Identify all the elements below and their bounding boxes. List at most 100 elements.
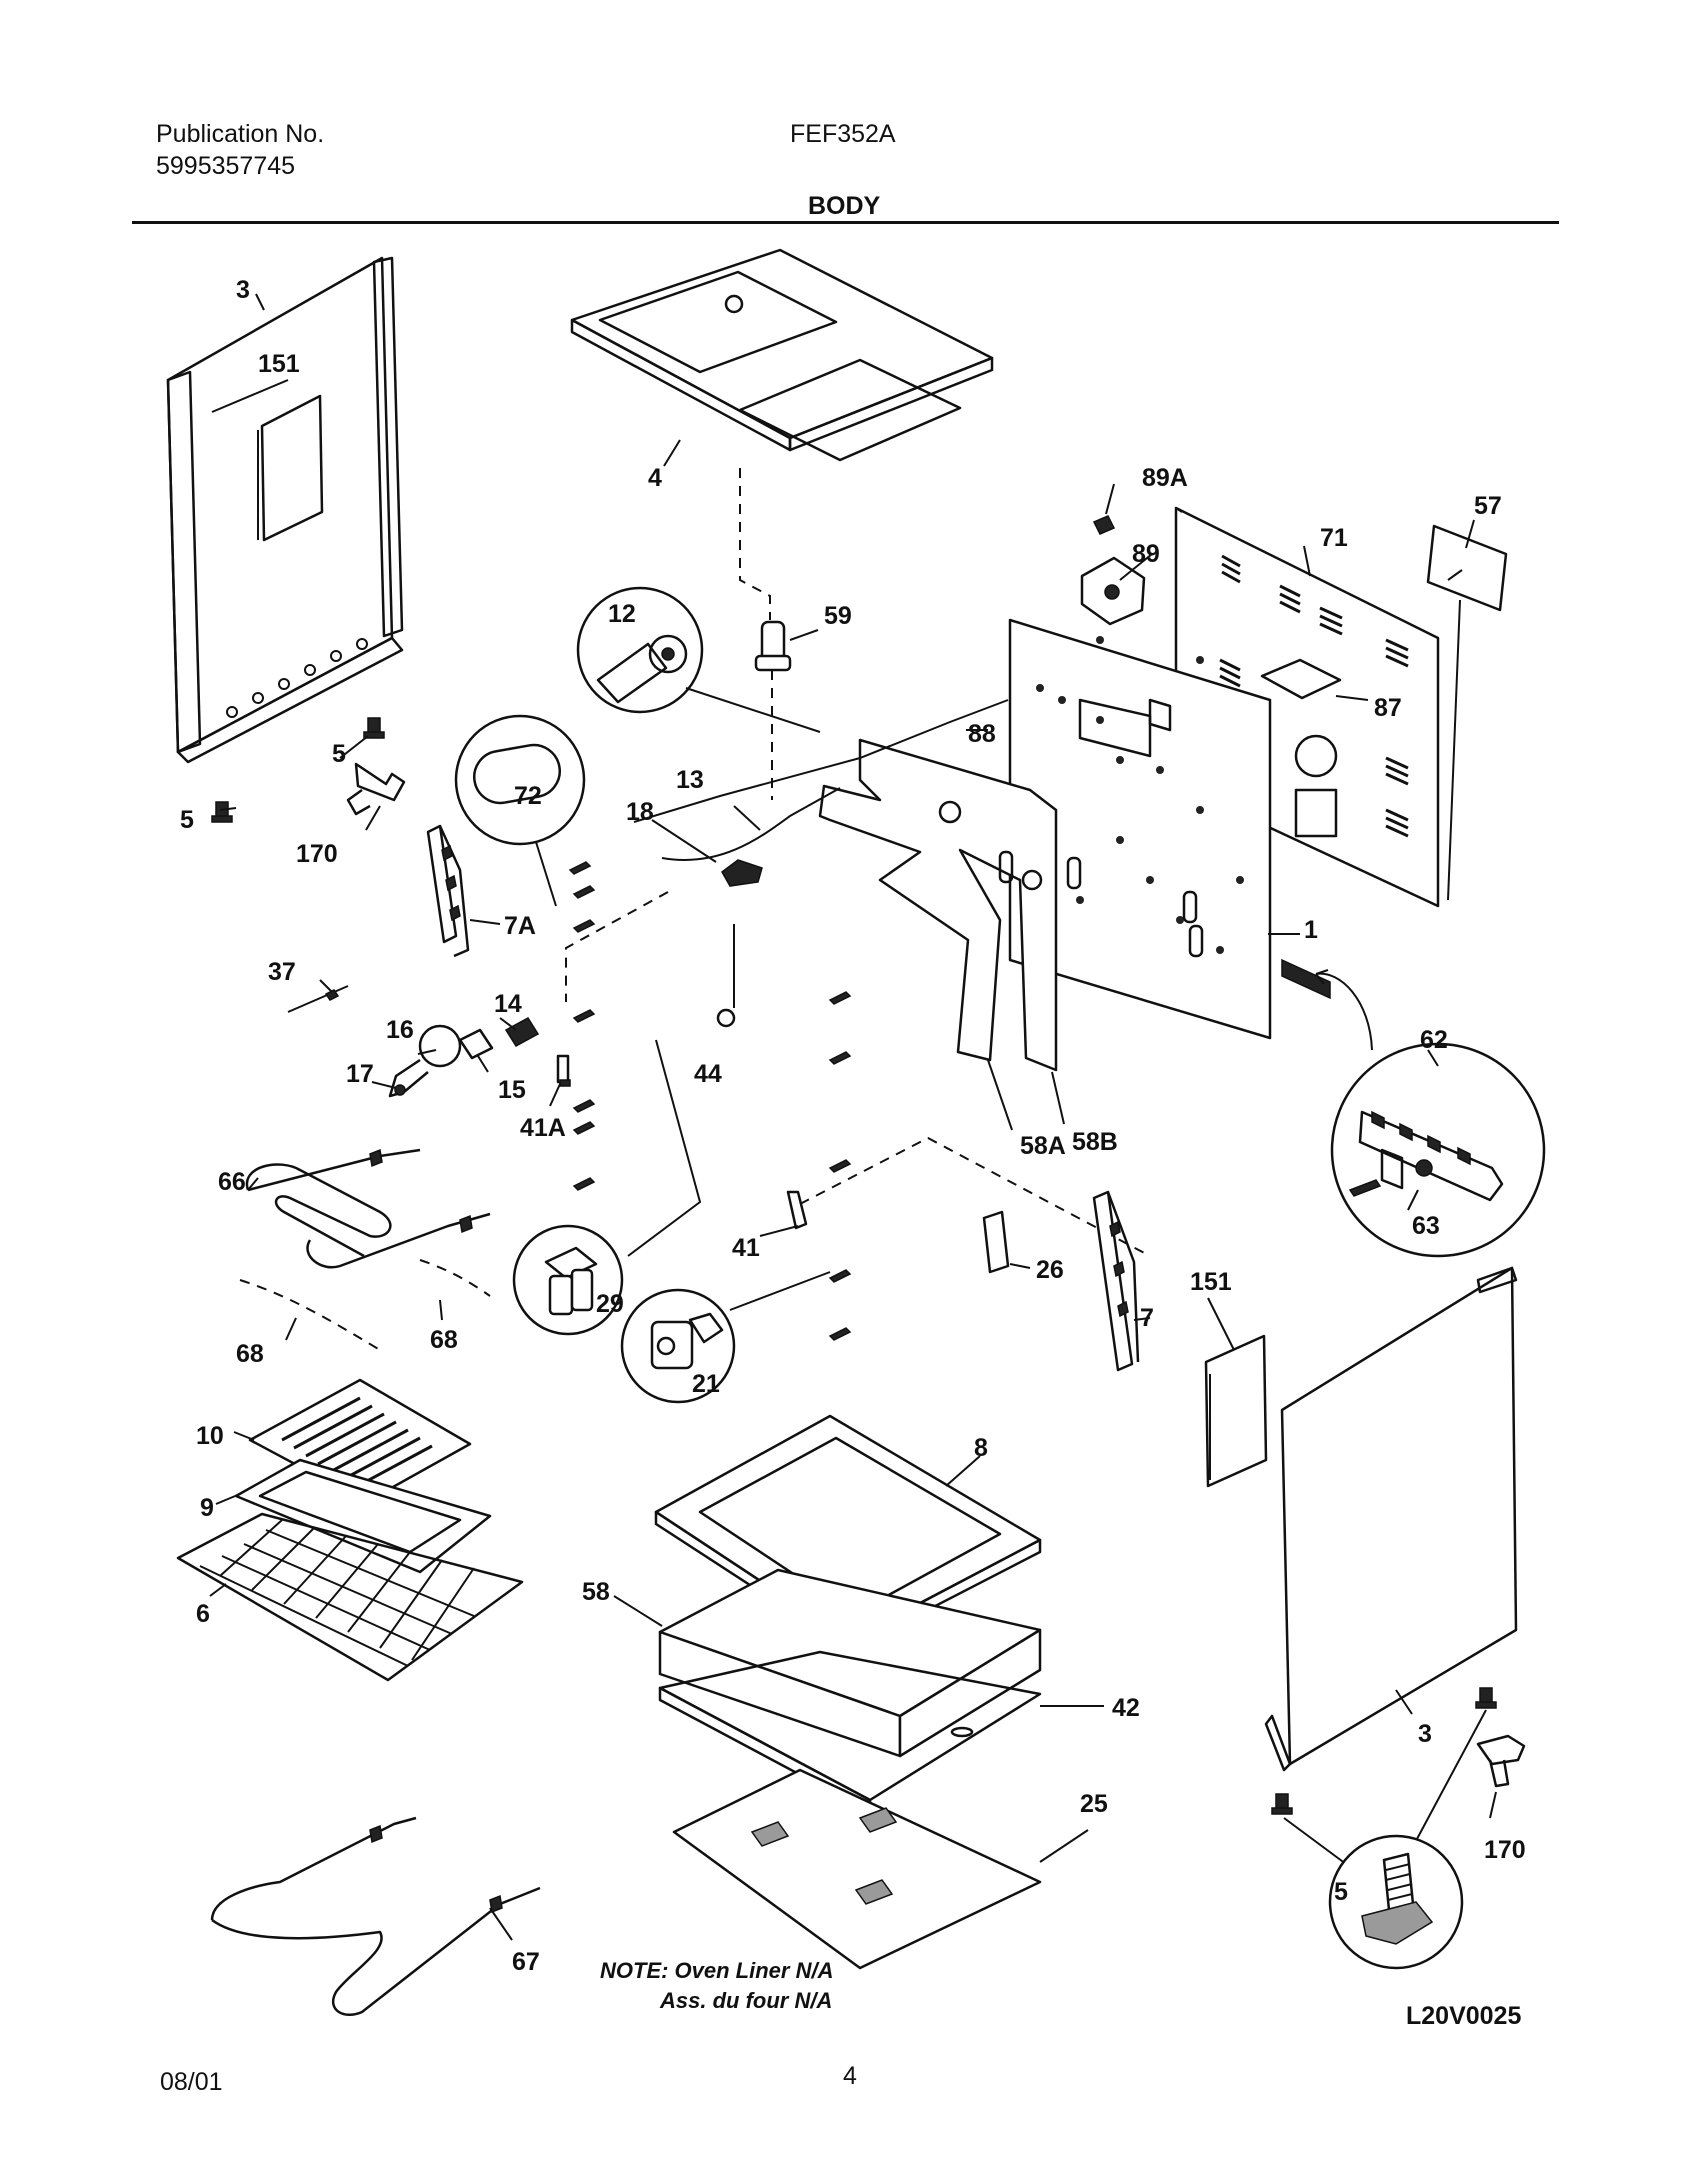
callout-170-right: 170 [1484, 1836, 1526, 1864]
callout-87: 87 [1374, 694, 1402, 722]
callout-10: 10 [196, 1422, 224, 1450]
detail-circle-5 [1328, 1834, 1464, 1970]
leveling-screw-left-a [363, 717, 385, 739]
callout-25: 25 [1080, 1790, 1108, 1818]
anti-tip-bracket-left [346, 762, 406, 816]
callout-68-right: 68 [430, 1326, 458, 1354]
callout-9: 9 [200, 1494, 214, 1522]
callout-14: 14 [494, 990, 522, 1018]
callout-68-left: 68 [236, 1340, 264, 1368]
rating-label-57 [1426, 524, 1508, 901]
broiler-pan-9 [234, 1458, 492, 1574]
callout-58b: 58B [1072, 1128, 1118, 1156]
callout-17: 17 [346, 1060, 374, 1088]
callout-41a: 41A [520, 1114, 566, 1142]
leveling-screw-right-a [1475, 1687, 1497, 1709]
lamp-socket [754, 620, 792, 672]
rack-support-7a [426, 824, 470, 958]
lamp-assembly [388, 1017, 540, 1098]
callout-5-left-a: 5 [332, 740, 346, 768]
leveling-screw-right-b [1271, 1793, 1293, 1815]
terminal-block [1281, 958, 1331, 1000]
callout-7: 7 [1140, 1304, 1154, 1332]
model-number: FEF352A [790, 120, 896, 148]
header-rule [132, 221, 1559, 224]
callout-21: 21 [692, 1370, 720, 1398]
callout-151-right: 151 [1190, 1268, 1232, 1296]
oven-rack-6 [176, 1512, 524, 1682]
callout-12: 12 [608, 600, 636, 628]
callout-88: 88 [968, 720, 996, 748]
publication-label: Publication No. [156, 120, 325, 148]
callout-42: 42 [1112, 1694, 1140, 1722]
callout-63: 63 [1412, 1212, 1440, 1240]
callout-44: 44 [694, 1060, 722, 1088]
grommet-44 [716, 924, 736, 1028]
heat-shield-bracket-left [257, 394, 324, 542]
clip-41a [556, 1054, 571, 1087]
callout-89a: 89A [1142, 464, 1188, 492]
bracket-89 [1080, 556, 1146, 626]
callout-58: 58 [582, 1578, 610, 1606]
callout-57: 57 [1474, 492, 1502, 520]
callout-5-detail: 5 [1334, 1878, 1348, 1906]
callout-1: 1 [1304, 916, 1318, 944]
screw-column-left [568, 861, 852, 1341]
note-line-1: NOTE: Oven Liner N/A [600, 1958, 833, 1983]
footer-page-number: 4 [843, 2062, 857, 2090]
callout-37: 37 [268, 958, 296, 986]
detail-circle-12 [576, 586, 704, 714]
callout-13: 13 [676, 766, 704, 794]
detail-circle-29 [512, 1224, 624, 1336]
callout-72: 72 [514, 782, 542, 810]
top-panel [570, 248, 994, 462]
callout-67: 67 [512, 1948, 540, 1976]
callout-41: 41 [732, 1234, 760, 1262]
leveling-screw-left-b [211, 801, 233, 823]
switch-18 [721, 859, 763, 887]
wire-37 [287, 985, 349, 1013]
section-title: BODY [808, 192, 881, 220]
note-line-2: Ass. du four N/A [659, 1988, 832, 2013]
callout-8: 8 [974, 1434, 988, 1462]
callout-3-left: 3 [236, 276, 250, 304]
callout-5-left-b: 5 [180, 806, 194, 834]
callout-62: 62 [1420, 1026, 1448, 1054]
detail-circle-72 [454, 714, 586, 846]
callout-7a: 7A [504, 912, 536, 940]
callout-89: 89 [1132, 540, 1160, 568]
clip-89a [1092, 515, 1116, 535]
callout-71: 71 [1320, 524, 1348, 552]
callout-4: 4 [648, 464, 662, 492]
heat-shield-bracket-right [1204, 1334, 1268, 1488]
callout-15: 15 [498, 1076, 526, 1104]
callout-6: 6 [196, 1600, 210, 1628]
broil-element-66 [245, 1148, 491, 1269]
callout-16: 16 [386, 1016, 414, 1044]
callout-26: 26 [1036, 1256, 1064, 1284]
diagram-code: L20V0025 [1406, 2002, 1521, 2030]
callout-66: 66 [218, 1168, 246, 1196]
rack-support-7 [1092, 1190, 1140, 1372]
callout-59: 59 [824, 602, 852, 630]
callout-151-left: 151 [258, 350, 300, 378]
clip-41 [759, 1190, 808, 1237]
callout-labels: 3 151 5 5 170 4 12 59 89A 89 71 57 87 88… [180, 276, 1526, 1976]
detail-circle-21 [620, 1288, 736, 1404]
publication-number: 5995357745 [156, 152, 296, 180]
detail-circle-62 [1330, 1042, 1546, 1258]
insulation-58 [658, 1568, 1042, 1758]
side-panel-right [1264, 1266, 1518, 1772]
anti-tip-bracket-right [1476, 1734, 1526, 1788]
bake-element-67 [210, 1816, 541, 2017]
hinge-receiver-26 [982, 1210, 1010, 1274]
callout-3-right: 3 [1418, 1720, 1432, 1748]
footer-date: 08/01 [160, 2068, 223, 2096]
front-frame-88 [818, 738, 1058, 1072]
callout-58a: 58A [1020, 1132, 1066, 1160]
callout-18: 18 [626, 798, 654, 826]
floor-panel-25 [672, 1768, 1042, 1970]
callout-29: 29 [596, 1290, 624, 1318]
leader-lines [211, 293, 1497, 1819]
